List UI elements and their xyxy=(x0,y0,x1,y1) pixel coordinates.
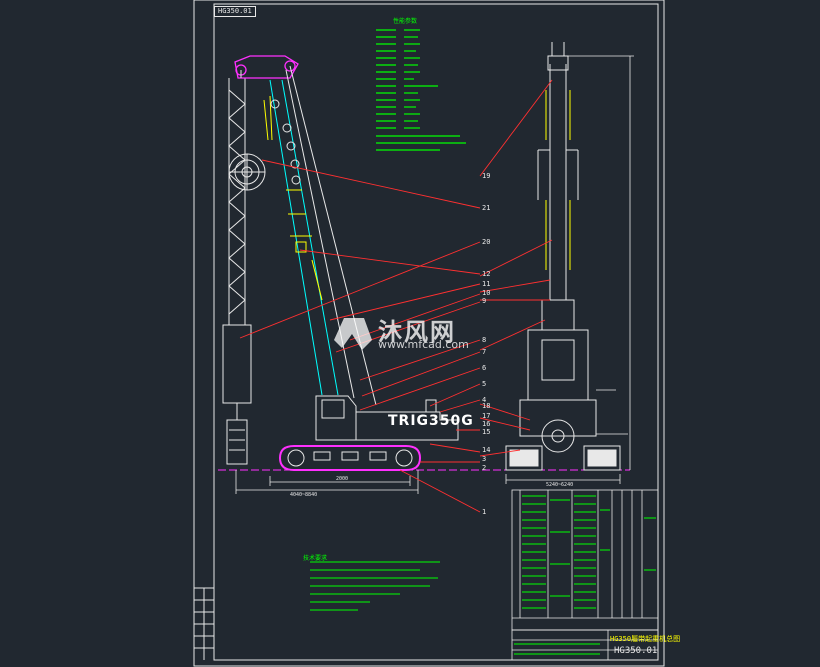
bom-table-rows xyxy=(514,495,656,655)
callout-number: 16 xyxy=(482,420,491,428)
notes-title: 技术要求 xyxy=(303,555,328,562)
crane-model-label: TRIG350G xyxy=(388,413,474,429)
watermark-brand: 沐风网 xyxy=(378,318,456,346)
callout-number: 4 xyxy=(482,396,487,404)
callout-number: 14 xyxy=(482,446,491,454)
dimension-left: 4040~8840 xyxy=(290,492,318,498)
callout-number: 10 xyxy=(482,289,491,297)
rotary-head-wheel xyxy=(228,153,266,191)
leader-lines xyxy=(239,79,553,513)
callout-number: 19 xyxy=(482,172,491,180)
front-mast-accents xyxy=(545,90,571,270)
sheet-frame xyxy=(193,0,665,667)
front-track-blocks xyxy=(505,445,621,471)
boom-details xyxy=(263,95,323,301)
callout-number: 8 xyxy=(482,336,487,344)
dimension-right: 5240~6240 xyxy=(546,482,574,488)
front-mast xyxy=(519,42,597,453)
callout-number: 9 xyxy=(482,297,487,305)
callout-number: 11 xyxy=(482,280,491,288)
frame-label: HG350.01 xyxy=(214,6,256,17)
crawler-track xyxy=(278,445,422,471)
callout-number: 18 xyxy=(482,402,491,410)
watermark-url: www.mfcad.com xyxy=(378,338,469,351)
leader-mast xyxy=(222,78,252,465)
track-rollers xyxy=(287,449,413,467)
callout-number: 12 xyxy=(482,270,491,278)
parameter-table-title: 性能参数 xyxy=(393,18,418,25)
watermark-logo-icon xyxy=(334,318,372,350)
parameter-table xyxy=(376,29,466,151)
callout-number: 6 xyxy=(482,364,487,372)
bom-table xyxy=(511,489,659,661)
callout-number: 5 xyxy=(482,380,487,388)
project-name: HG350履带起重机总图 xyxy=(610,635,681,643)
callout-number: 7 xyxy=(482,348,487,356)
crown-block xyxy=(234,55,299,79)
callout-number: 1 xyxy=(482,508,487,516)
callout-number: 3 xyxy=(482,455,487,463)
callout-number: 2 xyxy=(482,464,487,472)
boom xyxy=(269,79,339,396)
callout-number: 21 xyxy=(482,204,491,212)
dimension-mid: 2000 xyxy=(336,476,349,482)
boom-circles xyxy=(270,99,301,185)
callout-number: 15 xyxy=(482,428,491,436)
callout-number: 17 xyxy=(482,412,491,420)
front-dimensions xyxy=(505,55,634,484)
dimension-lines xyxy=(235,470,419,494)
callout-number: 20 xyxy=(482,238,491,246)
drawing-number: HG350.01 xyxy=(614,646,658,656)
technical-notes xyxy=(310,561,440,611)
